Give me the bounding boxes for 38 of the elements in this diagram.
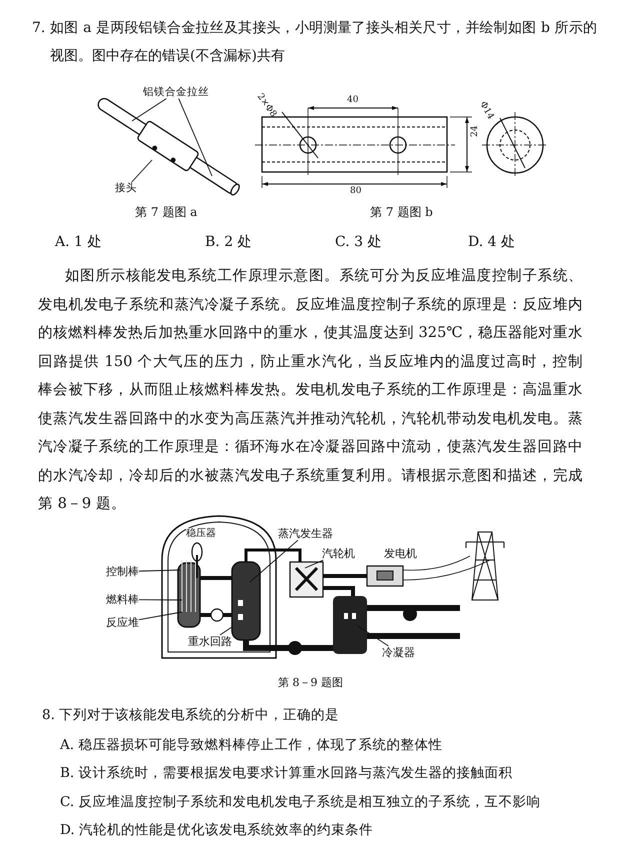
question-text: 8. 下列对于该核能发电系统的分析中，正确的是 — [42, 707, 340, 724]
leader-line — [220, 626, 232, 636]
part-label: 燃料棒 — [106, 593, 139, 606]
passage-text: 如图所示核能发电系统工作原理示意图。系统可分为反应堆温度控制子系统、发电机发电子系统和蒸汽冷凝子系统。反应堆温度控制子系统的原理是：反应堆内的核燃料棒发热后加热重水回路中的重水，使其温度达到 325℃，稳压器能对重水回路提供 150 个大气压的压力，防止重水汽化，当反应堆内的温度过高时，控制棒会被下移，从而阻止核燃料棒发热。发电机发电子系统的工作原理是：高温重水使蒸汽发生器回路中的水变为高压蒸汽并推动汽轮机，汽轮机带动发电机发电。蒸汽冷凝子系统的工作原理是：循环海水在冷凝器回路中流动，使蒸汽发生器回路中的水汽冷却，冷却后的水被蒸汽发电子系统重复利用。请根据示意图和描述，完成第 8－9 题。 — [38, 266, 583, 514]
answer-option: B. 2 处 — [205, 234, 252, 251]
answer-option: A. 1 处 — [55, 234, 102, 251]
leader-line — [132, 98, 167, 122]
answer-option: C. 3 处 — [335, 234, 382, 251]
part-label: 重水回路 — [188, 635, 232, 648]
answer-option: D. 4 处 — [468, 234, 515, 251]
leader-line — [138, 599, 182, 600]
figure-caption: 第 7 题图 a — [135, 205, 198, 220]
answer-option: C. 反应堆温度控制子系统和发电机发电子系统是相互独立的子系统，互不影响 — [60, 794, 540, 810]
answer-option: D. 汽轮机的性能是优化该发电系统效率的约束条件 — [60, 822, 373, 838]
part-name: 发电机 — [384, 547, 417, 560]
part-name: 稳压器 — [186, 528, 216, 540]
dimension-label: 80 — [350, 186, 362, 197]
leader-line — [138, 612, 182, 620]
part-label: 控制棒 — [106, 565, 139, 578]
dimension-label: 40 — [347, 95, 358, 106]
answer-option: B. 设计系统时，需要根据发电要求计算重水回路与蒸汽发生器的接触面积 — [60, 765, 513, 782]
part-label: 蒸汽发生器 — [278, 527, 333, 540]
part-label: 汽轮机 — [322, 547, 355, 560]
dimension-label: 24 — [470, 126, 481, 137]
leader-line — [304, 560, 324, 568]
question-text: 7. 如图 a 是两段铝镁合金拉丝及其接头，小明测量了接头相关尺寸，并绘制如图 b 所示的视图。图中存在的错误(不含漏标)共有 — [32, 19, 597, 66]
figure-caption: 第 8－9 题图 — [278, 676, 343, 690]
part-label: 接头 — [115, 182, 137, 195]
answer-option: A. 稳压器损坏可能导致燃料棒停止工作，体现了系统的整体性 — [60, 737, 442, 754]
part-label: 冷凝器 — [382, 646, 415, 660]
leader-line — [250, 540, 298, 582]
leader-line — [358, 626, 389, 646]
figure-caption: 第 7 题图 b — [370, 205, 433, 220]
leader-line — [131, 160, 152, 182]
part-label: 反应堆 — [106, 616, 139, 630]
leader-line — [178, 98, 212, 176]
part-label: 铝镁合金拉丝 — [143, 86, 209, 99]
leader-line — [138, 570, 180, 572]
